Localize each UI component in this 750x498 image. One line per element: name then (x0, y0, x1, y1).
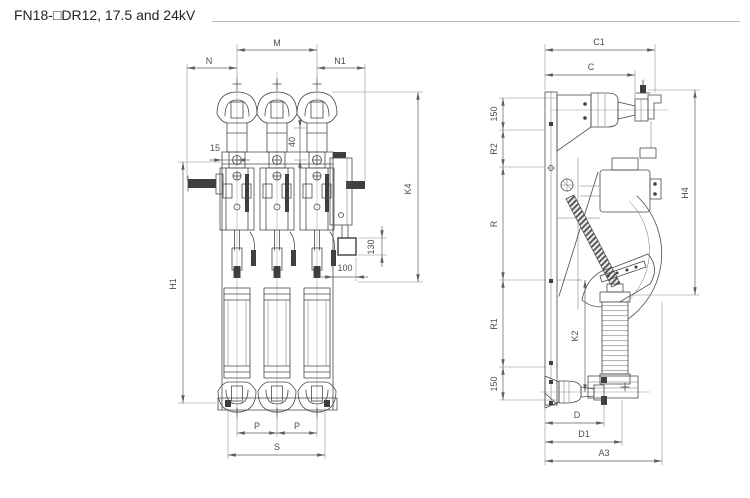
dim-D1: D1 (545, 400, 623, 446)
dim-label-N: N (206, 56, 213, 66)
dim-label-P-left: P (254, 421, 260, 431)
dim-label-M: M (273, 38, 281, 48)
dim-P-left: P (236, 415, 318, 437)
pole-assembly-right (296, 71, 338, 421)
dim-K2: K2 (570, 280, 587, 392)
dim-label-N1: N1 (334, 56, 346, 66)
dim-label-C1: C1 (593, 37, 605, 47)
dim-label-130: 130 (366, 239, 376, 254)
mounting-frame (217, 151, 338, 411)
front-view: M N N1 15 (168, 38, 423, 459)
auxiliary-switch-box (337, 224, 357, 256)
dim-label-S: S (274, 442, 280, 452)
dim-K4: K4 (332, 91, 423, 283)
title-block: FN18-□DR12, 17.5 and 24kV (14, 7, 740, 23)
dim-S: S (227, 408, 326, 459)
dim-C1: C1 (544, 37, 656, 93)
dim-chain-left: 150 R2 R R1 150 (489, 97, 557, 401)
upper-insulator-assembly (550, 79, 668, 152)
pole-assembly-left (216, 71, 258, 421)
dim-label-D: D (574, 410, 581, 420)
dim-label-H1: H1 (168, 278, 178, 290)
dim-A3: A3 (545, 302, 663, 465)
dim-label-40: 40 (287, 137, 297, 147)
dim-40: 40 (287, 117, 307, 171)
dim-label-150-top: 150 (489, 106, 499, 121)
mechanism-box (329, 152, 353, 226)
pole-assembly-center (256, 71, 298, 421)
dim-C: C (545, 62, 636, 100)
dim-label-15: 15 (210, 143, 220, 153)
dim-label-D1: D1 (578, 429, 590, 439)
dim-label-A3: A3 (598, 448, 609, 458)
lower-insulator-assembly (540, 375, 650, 409)
dim-100: 100 (321, 257, 368, 281)
page-title: FN18-□DR12, 17.5 and 24kV (14, 7, 196, 23)
operating-shaft-right (346, 181, 365, 189)
dim-N1: N1 (317, 56, 366, 181)
dim-H4: H4 (632, 89, 700, 296)
dim-label-R2: R2 (489, 143, 499, 155)
switch-mechanism (557, 121, 663, 331)
side-view-dimensions: C1 C 150 R2 R (489, 37, 700, 465)
dim-label-C: C (588, 62, 595, 72)
front-view-geometry (187, 71, 365, 421)
dim-P-right: P (277, 421, 317, 435)
dim-H1: H1 (168, 161, 220, 404)
frame-channel (544, 91, 558, 406)
dim-label-R: R (489, 220, 499, 227)
side-view-geometry (540, 79, 668, 409)
contact-blade (565, 194, 621, 288)
dim-130: 130 (358, 226, 387, 267)
dim-label-100: 100 (337, 263, 352, 273)
fuse-tube-side (599, 283, 631, 385)
dim-label-R1: R1 (489, 318, 499, 330)
front-view-dimensions: M N N1 15 (168, 38, 423, 459)
side-view: C1 C 150 R2 R (489, 37, 700, 465)
dim-D: D (544, 404, 605, 465)
dim-label-K2: K2 (570, 330, 580, 341)
dim-label-150-bottom: 150 (489, 376, 499, 391)
dim-label-H4: H4 (680, 187, 690, 199)
dim-label-P-right: P (294, 421, 300, 431)
operating-shaft-left (187, 173, 224, 195)
dim-label-K4: K4 (403, 183, 413, 194)
dim-N: N (186, 56, 237, 181)
dim-15: 15 (209, 143, 250, 162)
